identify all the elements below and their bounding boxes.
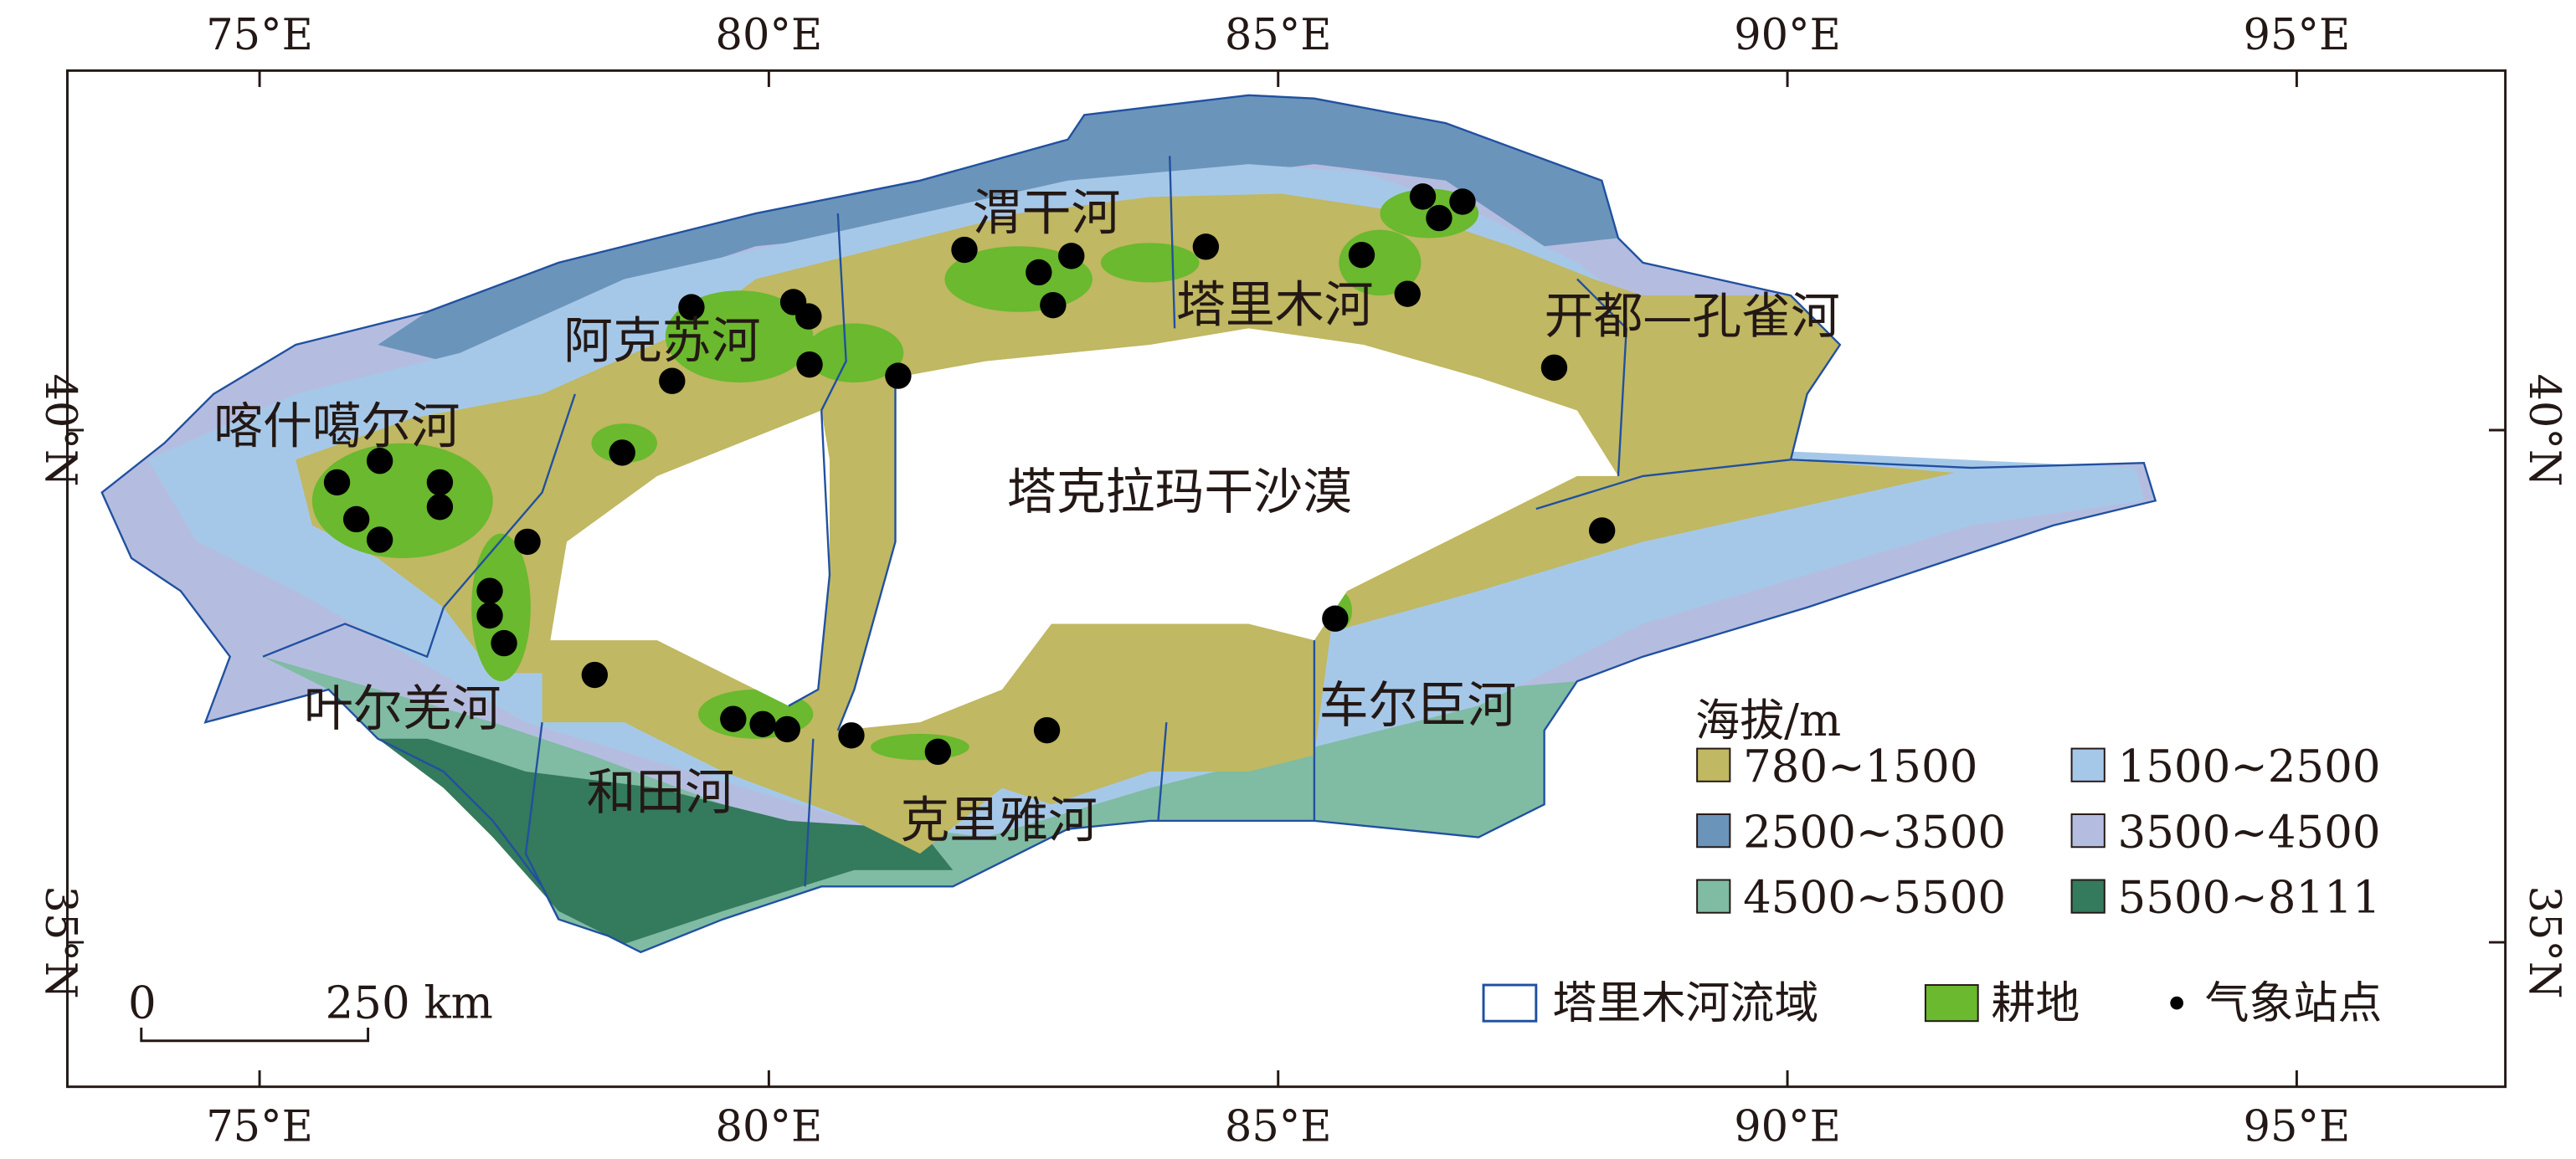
label-taklimakan-desert: 塔克拉玛干沙漠 [1007,463,1352,521]
weather-station [426,469,454,496]
station-legend-icon [2170,996,2183,1010]
weather-station [366,448,393,474]
label-keriya-river: 克里雅河 [900,792,1097,849]
weather-station [1409,183,1437,210]
weather-station [678,294,705,321]
label-aksu-river: 阿克苏河 [563,312,760,370]
lon-tick-bottom-85: 85°E [1225,1102,1332,1151]
weather-station [1192,233,1220,260]
weather-station [323,469,351,496]
lon-tick-bottom-95: 95°E [2244,1102,2351,1151]
label-hotan-river: 和田河 [587,763,735,821]
lon-tick-top-75: 75°E [206,11,313,60]
lon-tick-bottom-75: 75°E [206,1102,313,1151]
weather-station [1322,605,1349,632]
lat-tick-left-35: 35°N [35,886,85,999]
map-frame: 75°E 80°E 85°E 90°E 95°E 75°E 80°E 85°E … [35,11,2568,1152]
basin-swatch [1482,983,1538,1023]
weather-station [774,715,800,743]
weather-station [1588,517,1616,544]
legend-basin-label: 塔里木河流域 [1552,977,1818,1028]
weather-station [1348,241,1375,269]
label-kaidu-kongque-river: 开都—孔雀河 [1545,287,1840,345]
legend-station-label: 气象站点 [2205,977,2383,1028]
weather-station [1394,280,1421,307]
lon-tick-bottom-80: 80°E [716,1102,823,1151]
legend-swatch [1696,879,1731,914]
weather-station [659,367,686,394]
desert [550,328,1618,731]
legend-class-label: 1500~2500 [2117,741,2380,792]
weather-station [924,738,952,766]
basin-boundaries [100,94,2157,954]
weather-station [795,303,822,330]
weather-station [1426,204,1453,232]
elevation-2500-3500 [378,95,1618,362]
weather-station [491,629,517,657]
weather-station [1449,188,1476,215]
legend-swatch [2070,879,2106,914]
weather-station [1026,259,1052,286]
lat-tick-right-35: 35°N [2519,886,2568,999]
weather-station [1058,243,1085,269]
lat-tick-right-40: 40°N [2519,373,2568,486]
feature-legend: 塔里木河流域 耕地 气象站点 [1482,977,2383,1028]
station-layer [323,183,1616,766]
legend-swatch [2070,747,2106,782]
legend-class-label: 4500~5500 [1743,873,2006,924]
weather-station [720,705,747,732]
region-labels: 喀什噶尔河 阿克苏河 渭干河 塔里木河 开都—孔雀河 塔克拉玛干沙漠 叶尔羌河 … [213,184,1840,849]
lon-tick-top-80: 80°E [716,11,823,60]
lon-tick-top-90: 90°E [1734,11,1841,60]
legend-class-label: 5500~8111 [2117,873,2380,924]
legend-class-label: 3500~4500 [2117,807,2380,858]
lon-tick-bottom-90: 90°E [1734,1102,1841,1151]
legend-title: 海拔/m [1695,695,1841,746]
label-weigan-river: 渭干河 [973,184,1121,242]
scale-zero: 0 [128,977,157,1028]
weather-station [951,236,978,264]
elevation-5500-8111 [378,738,954,945]
weather-station [609,439,635,466]
weather-station [366,526,393,553]
weather-station [749,710,776,738]
label-kashgar-river: 喀什噶尔河 [213,397,460,455]
weather-station [796,351,823,378]
lat-tick-left-40: 40°N [35,373,85,486]
legend-swatch [2070,813,2106,849]
legend-class-label: 2500~3500 [1743,807,2006,858]
lon-tick-top-85: 85°E [1225,11,1332,60]
legend-swatch [1696,747,1731,782]
weather-station [476,577,503,604]
weather-station [1540,354,1568,382]
scale-label: 250 km [326,977,493,1028]
weather-station [342,505,370,533]
weather-station [1040,291,1067,319]
lon-tick-top-95: 95°E [2244,11,2351,60]
weather-station [426,494,454,521]
weather-station [885,362,912,389]
elevation-legend: 海拔/m 780~1500 1500~2500 2500~3500 3500~4500… [1695,695,2380,924]
label-qarqan-river: 车尔臣河 [1319,676,1516,734]
weather-station [838,722,865,749]
legend-swatch [1696,813,1731,849]
weather-station [476,602,503,629]
cropland-swatch [1924,984,1979,1023]
weather-station [1033,716,1061,744]
legend-cropland-label: 耕地 [1991,977,2080,1028]
weather-station [514,528,541,556]
legend-class-label: 780~1500 [1743,741,1977,792]
scale-bar: 0 250 km [128,977,493,1043]
label-yarkand-river: 叶尔羌河 [304,680,501,737]
weather-station [581,661,609,689]
label-tarim-river: 塔里木河 [1176,276,1373,334]
